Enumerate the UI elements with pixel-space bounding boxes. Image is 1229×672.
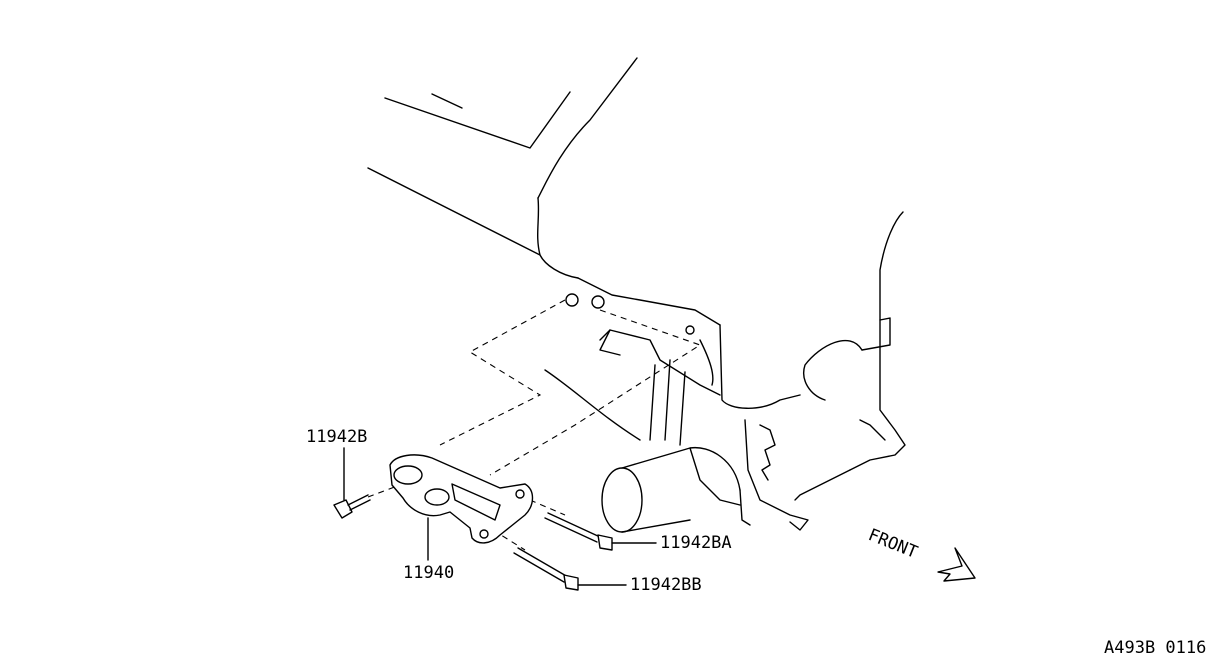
bracket-part <box>389 454 534 544</box>
bolt-11942b <box>333 494 371 519</box>
label-11942ba: 11942BA <box>660 533 732 553</box>
label-leaders <box>343 447 657 586</box>
label-11942bb: 11942BB <box>630 575 702 595</box>
label-11940: 11940 <box>403 563 455 583</box>
bolt-11942bb <box>513 547 579 591</box>
engine-block <box>367 57 906 533</box>
bolt-11942ba <box>544 512 613 551</box>
figure-code: A493B 0116 <box>1104 638 1207 658</box>
assembly-guide-lines <box>367 299 702 551</box>
front-arrow-icon <box>937 547 976 582</box>
label-11942b: 11942B <box>306 427 368 447</box>
